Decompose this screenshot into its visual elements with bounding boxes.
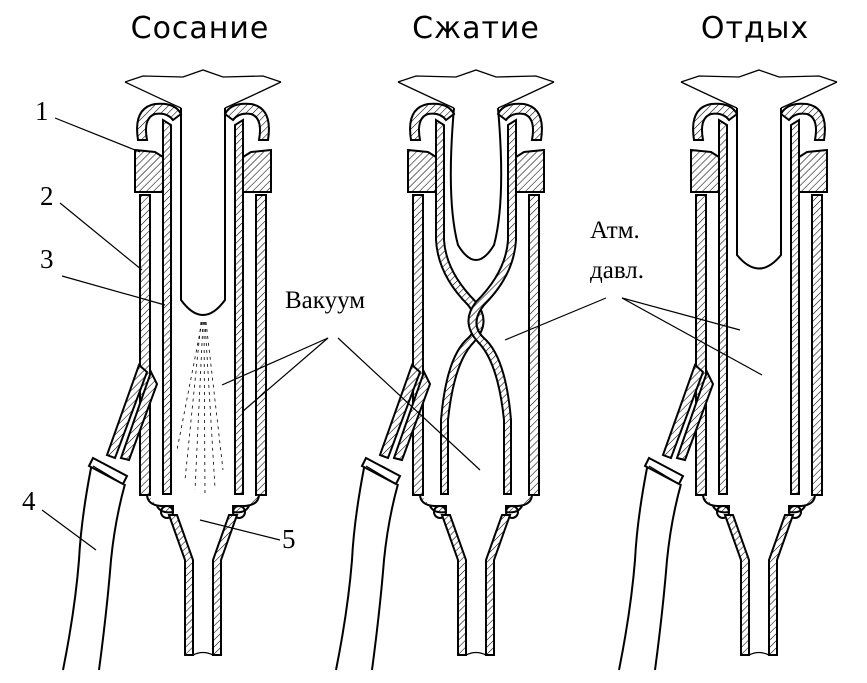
cup-suck: [63, 70, 281, 670]
part-label-1: 1: [35, 96, 49, 126]
vacuum-label: Вакуум: [285, 287, 365, 314]
title-squeeze: Сжатие: [412, 11, 540, 46]
part-label-3: 3: [40, 244, 54, 274]
cup-squeeze: [336, 70, 554, 670]
title-rest: Отдых: [701, 11, 809, 46]
milk-spray: [177, 322, 223, 495]
atm-label-line2: давл.: [590, 257, 644, 284]
title-suck: Сосание: [131, 11, 270, 46]
cup-rest: [619, 70, 837, 670]
part-label-2: 2: [40, 181, 54, 211]
part-label-4: 4: [22, 486, 36, 516]
part-label-5: 5: [282, 524, 296, 554]
atm-label-line1: Атм.: [590, 217, 640, 244]
